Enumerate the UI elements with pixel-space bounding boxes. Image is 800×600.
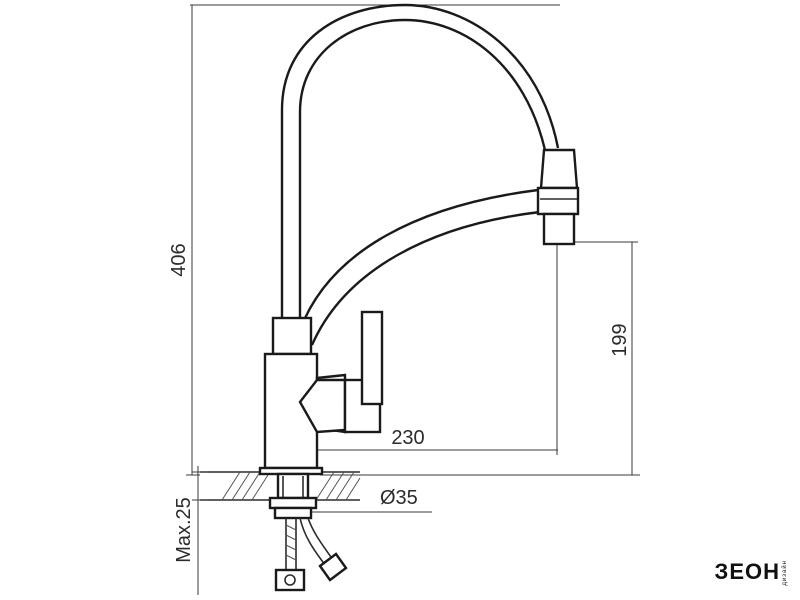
reach-label: 230 <box>391 427 424 449</box>
hole-diameter-dimension: Ø35 <box>312 487 432 513</box>
spout-height-label: 199 <box>609 323 631 356</box>
mounting-hardware <box>258 466 348 592</box>
spout-height-dimension: 199 <box>320 241 640 476</box>
height-dimension: 406 <box>168 4 560 476</box>
reach-dimension: 230 <box>290 245 558 455</box>
brand-logo-main: ЗЕОН <box>714 559 780 585</box>
max-worktop-label: Max.25 <box>173 497 195 563</box>
height-dimension-label: 406 <box>168 243 190 276</box>
spout-head <box>536 148 580 246</box>
hole-diameter-label: Ø35 <box>380 487 418 509</box>
brand-logo-sub: дизайн <box>782 560 788 586</box>
gooseneck-spout <box>280 3 560 346</box>
lever-handle <box>298 310 384 434</box>
